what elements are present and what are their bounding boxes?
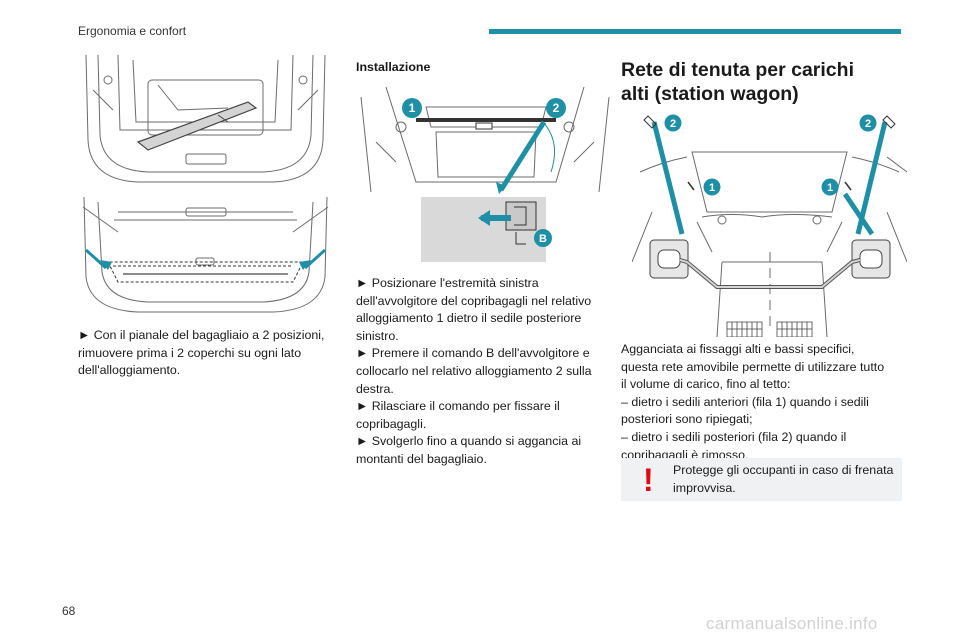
col3-description: Agganciata ai fissaggi alti e bassi spec… xyxy=(621,341,911,464)
col3-line-4: – dietro i sedili anteriori (fila 1) qua… xyxy=(621,394,869,409)
col1-line-2: rimuovere prima i 2 coperchi su ogni lat… xyxy=(78,345,302,360)
callout-2: 2 xyxy=(553,101,560,115)
col1-instructions: ► Con il pianale del bagagliaio a 2 posi… xyxy=(78,327,343,380)
col2-instructions: ► Posizionare l'estremità sinistra dell'… xyxy=(356,275,616,469)
trunk-illustration-top xyxy=(78,50,333,185)
net-section-title: Rete di tenuta per carichi alti (station… xyxy=(621,58,911,106)
warning-line-1: Protegge gli occupanti in caso di frenat… xyxy=(673,463,894,477)
col2-line-6: collocarlo nel relativo alloggiamento 2 … xyxy=(356,363,592,378)
warning-line-2: improvvisa. xyxy=(673,480,736,495)
net-illustration: 2 2 1 1 xyxy=(632,112,907,337)
warning-exclamation-icon: ! xyxy=(643,462,654,498)
net-callout-1-right: 1 xyxy=(827,182,833,194)
net-title-line-2: alti (station wagon) xyxy=(621,83,799,105)
col2-line-9: copribagagli. xyxy=(356,416,427,431)
col3-line-5: posteriori sono ripiegati; xyxy=(621,412,753,427)
col2-line-11: montanti del bagagliaio. xyxy=(356,451,487,466)
col3-line-6: – dietro i sedili posteriori (fila 2) qu… xyxy=(621,429,847,444)
installation-subtitle: Installazione xyxy=(356,60,431,74)
col2-line-3: alloggiamento 1 dietro il sedile posteri… xyxy=(356,311,582,326)
watermark: carmanualsonline.info xyxy=(706,614,878,633)
col3-line-3: il volume di carico, fino al tetto: xyxy=(621,377,791,392)
col3-line-1: Agganciata ai fissaggi alti e bassi spec… xyxy=(621,342,855,356)
page-number: 68 xyxy=(62,604,76,618)
header-title: Ergonomia e confort xyxy=(78,24,187,38)
net-callout-2-left: 2 xyxy=(670,118,676,130)
warning-text: Protegge gli occupanti in caso di frenat… xyxy=(673,462,895,497)
callout-1: 1 xyxy=(409,101,416,115)
net-callout-1-left: 1 xyxy=(709,182,715,194)
warning-box: ! Protegge gli occupanti in caso di fren… xyxy=(621,458,902,501)
col2-line-1: ► Posizionare l'estremità sinistra xyxy=(356,276,539,290)
installation-illustration: 1 2 B xyxy=(356,82,614,262)
net-callout-2-right: 2 xyxy=(865,118,871,130)
col2-line-7: destra. xyxy=(356,381,394,396)
col2-line-2: dell'avvolgitore del copribagagli nel re… xyxy=(356,293,592,308)
trunk-illustration-bottom xyxy=(78,192,333,317)
col2-line-5: ► Premere il comando B dell'avvolgitore … xyxy=(356,346,590,361)
col3-line-2: questa rete amovibile permette di utiliz… xyxy=(621,359,885,374)
col1-line-3: dell'alloggiamento. xyxy=(78,363,181,378)
col2-line-8: ► Rilasciare il comando per fissare il xyxy=(356,399,560,414)
col2-line-10: ► Svolgerlo fino a quando si aggancia ai xyxy=(356,434,582,449)
header-accent-bar xyxy=(489,29,901,34)
callout-b: B xyxy=(539,233,547,245)
net-title-line-1: Rete di tenuta per carichi xyxy=(621,59,854,81)
col1-line-1: ► Con il pianale del bagagliaio a 2 posi… xyxy=(78,328,325,342)
col2-line-4: sinistro. xyxy=(356,328,399,343)
